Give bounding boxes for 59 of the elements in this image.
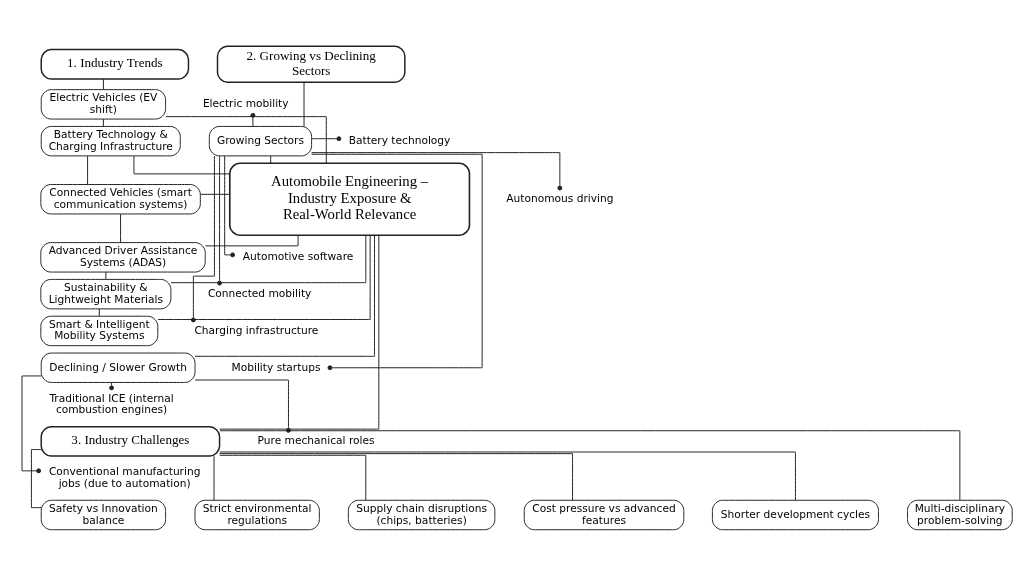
node-box: Cost pressure vs advanced features [523, 499, 685, 531]
node-box: Growing Sectors [208, 125, 313, 157]
connector [194, 379, 291, 433]
connector [87, 155, 89, 185]
connector [219, 453, 573, 501]
node-text: Connected mobility [207, 286, 312, 300]
connector [213, 455, 215, 501]
node-text: Mobility startups [231, 360, 321, 374]
node-box: Multi-disciplinary problem-solving [907, 499, 1013, 531]
node-text: Electric mobility [202, 97, 289, 111]
node-box: Automobile Engineering – Industry Exposure & Real-World Relevance [228, 162, 471, 237]
node-box: Safety vs Innovation balance [40, 499, 167, 531]
connector [98, 308, 100, 317]
connector [133, 155, 230, 175]
node-text: Traditional ICE (internal combustion engines) [49, 391, 174, 417]
node-box: Connected Vehicles (smart communication systems) [40, 184, 201, 215]
connector [311, 153, 483, 371]
connector [157, 234, 371, 320]
node-box: Supply chain disruptions (chips, batteries) [347, 499, 496, 531]
node-box: Sustainability & Lightweight Materials [40, 278, 172, 310]
connector [219, 430, 961, 501]
node-text: Charging infrastructure [194, 323, 319, 337]
connector [21, 375, 42, 474]
node-box: Shorter development cycles [711, 499, 879, 531]
connector [102, 78, 104, 91]
connector [219, 234, 380, 430]
connector [250, 112, 256, 127]
node-box: Smart & Intelligent Mobility Systems [40, 315, 159, 347]
connector [217, 155, 222, 286]
node-box: Strict environmental regulations [194, 499, 320, 531]
connector [303, 82, 305, 127]
connector [219, 454, 367, 501]
node-box: Advanced Driver Assistance Systems (ADAS) [40, 242, 206, 273]
connector [270, 155, 272, 164]
node-text: Battery technology [348, 133, 451, 147]
connector [219, 451, 796, 501]
node-box: 3. Industry Challenges [40, 425, 221, 457]
connector [165, 116, 327, 164]
node-box: 1. Industry Trends [40, 48, 190, 80]
node-box: Declining / Slower Growth [40, 352, 196, 383]
node-box: 2. Growing vs Declining Sectors [216, 45, 406, 83]
connector [105, 271, 107, 280]
connector [311, 136, 342, 142]
node-text: Autonomous driving [506, 192, 614, 206]
connector [204, 234, 299, 247]
connector [311, 152, 563, 191]
node-box: Electric Vehicles (EV shift) [40, 89, 167, 120]
node-box: Battery Technology & Charging Infrastructure [40, 125, 181, 157]
connector [102, 118, 104, 127]
connector [120, 213, 122, 243]
node-text: Automotive software [242, 250, 354, 264]
connector [190, 155, 215, 323]
node-text: Pure mechanical roles [257, 434, 375, 448]
node-text: Conventional manufacturing jobs (due to automation) [48, 465, 201, 490]
connector [224, 155, 236, 258]
connector [170, 234, 367, 284]
connector [200, 193, 231, 195]
connector [194, 234, 375, 357]
connector [30, 449, 42, 509]
